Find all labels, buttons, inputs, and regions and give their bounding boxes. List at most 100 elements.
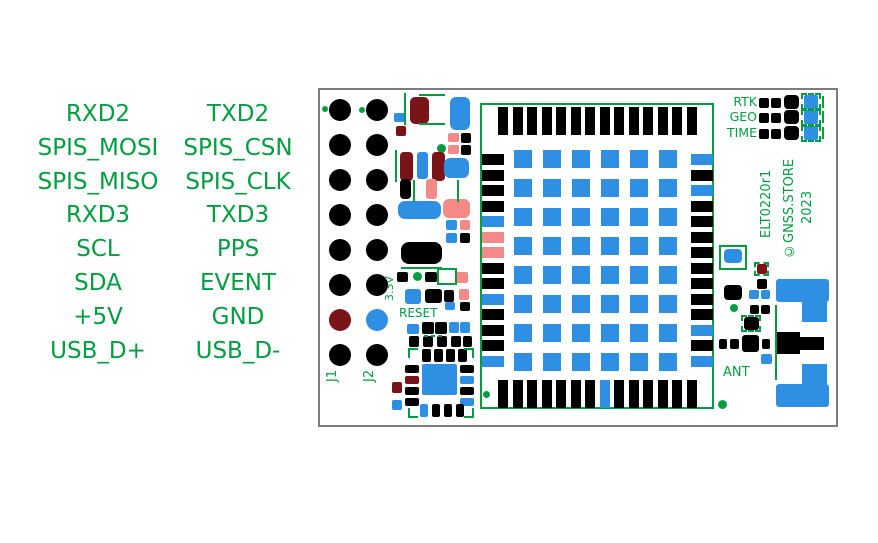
module-pad-left — [482, 185, 504, 196]
smd-pad — [759, 113, 769, 123]
smd-pad — [392, 400, 402, 410]
smd-pad — [461, 145, 471, 155]
smd-pad — [784, 110, 799, 124]
module-grid-pad — [543, 266, 561, 284]
module-grid-pad — [572, 179, 590, 197]
smd-pad — [401, 242, 442, 264]
silk-outline — [464, 348, 474, 358]
smd-pad — [802, 302, 827, 322]
silk-line — [431, 335, 435, 337]
smd-pad — [750, 305, 759, 314]
module-grid-pad — [601, 179, 619, 197]
silk-line — [424, 335, 428, 337]
module-grid-pad — [659, 237, 677, 255]
silk-label-store: ©GNSS.STORE — [782, 158, 797, 258]
module-pad-right — [691, 200, 713, 212]
silk-label-rtk: RTK — [733, 94, 757, 109]
smd-pad — [458, 349, 467, 362]
smd-pad — [410, 97, 429, 124]
smd-pad — [407, 324, 419, 334]
smd-pad — [761, 305, 770, 314]
silk-outline — [719, 245, 747, 270]
module-pad-right — [691, 355, 713, 367]
module-grid-pad — [572, 266, 590, 284]
module-pad-right — [691, 309, 713, 320]
smd-pad — [432, 404, 440, 417]
through-hole-pad — [366, 239, 388, 261]
silk-label-geo: GEO — [729, 109, 757, 124]
silk-label-year: 2023 — [800, 190, 815, 224]
silk-line — [438, 335, 442, 337]
module-pad-right — [691, 216, 713, 227]
smd-pad — [409, 336, 419, 347]
module-grid-pad — [543, 295, 561, 313]
module-pad-right — [691, 293, 713, 305]
smd-pad — [455, 272, 468, 283]
through-hole-pad — [329, 309, 351, 331]
module-grid-pad — [659, 179, 677, 197]
pin-labels-right-column: TXD2 SPIS_CSN SPIS_CLK TXD3 PPS EVENT GN… — [158, 98, 318, 368]
silk-line — [419, 123, 445, 125]
smd-pad — [405, 376, 419, 384]
module-pad-top — [628, 107, 639, 135]
silk-outline — [437, 268, 457, 285]
smd-pad — [405, 398, 419, 406]
module-grid-pad — [630, 353, 648, 371]
smd-pad — [422, 349, 431, 362]
smd-pad — [398, 201, 441, 219]
fiducial-dot — [483, 391, 490, 398]
smd-pad — [444, 404, 452, 417]
module-grid-pad — [572, 150, 590, 168]
smd-pad — [456, 404, 464, 417]
module-grid-pad — [514, 150, 532, 168]
smd-pad — [400, 179, 411, 199]
module-pad-left — [482, 169, 504, 181]
smd-pad — [757, 264, 767, 274]
module-pad-left — [482, 324, 504, 336]
module-grid-pad — [514, 266, 532, 284]
module-pad-top — [643, 107, 653, 135]
smd-pad — [761, 290, 770, 299]
module-pad-top — [541, 107, 552, 135]
smd-pad — [804, 95, 818, 109]
module-pad-bottom — [498, 380, 508, 408]
pin-label: USB_D- — [195, 337, 281, 364]
smd-pad — [405, 365, 419, 373]
pin-label: SPIS_CSN — [183, 134, 293, 161]
module-grid-pad — [514, 179, 532, 197]
module-grid-pad — [543, 150, 561, 168]
smd-pad — [461, 133, 471, 143]
through-hole-pad — [329, 134, 351, 156]
module-pad-left — [482, 262, 504, 274]
module-grid-pad — [572, 237, 590, 255]
smd-pad — [776, 279, 829, 302]
silk-line — [822, 96, 824, 108]
smd-pad — [771, 98, 781, 108]
smd-pad — [804, 126, 818, 140]
smd-pad — [444, 290, 454, 302]
module-pad-left — [482, 278, 504, 289]
smd-pad — [759, 129, 769, 139]
module-grid-pad — [630, 150, 648, 168]
module-pad-right — [691, 185, 713, 196]
smd-pad — [744, 317, 759, 330]
silk-line — [419, 94, 445, 96]
smd-pad — [394, 113, 405, 122]
smd-pad — [460, 322, 470, 333]
module-pad-right — [691, 340, 713, 351]
through-hole-pad — [366, 274, 388, 296]
through-hole-pad — [329, 239, 351, 261]
silk-line — [404, 93, 406, 125]
pin-label: GND — [211, 303, 265, 330]
smd-pad — [776, 332, 800, 354]
through-hole-pad — [329, 344, 351, 366]
silk-label-time: TIME — [726, 125, 757, 140]
module-pad-left — [482, 154, 504, 165]
smd-pad — [759, 98, 769, 108]
through-hole-pad — [366, 309, 388, 331]
module-pad-top — [686, 107, 697, 135]
fiducial-dot — [437, 144, 446, 153]
module-grid-pad — [572, 295, 590, 313]
module-pad-right — [691, 154, 713, 165]
